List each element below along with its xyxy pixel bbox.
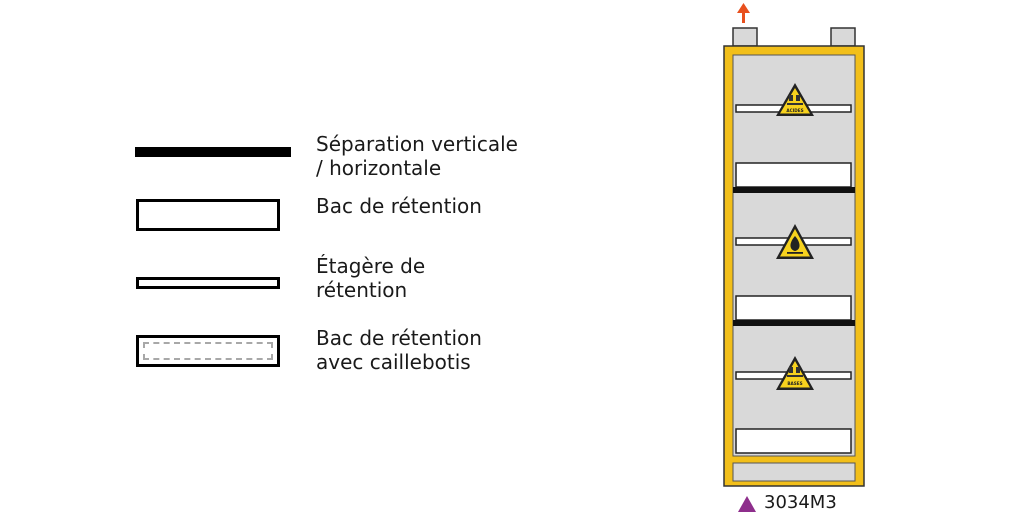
- corrosive-base-sign: [776, 356, 814, 390]
- legend-shelf-label: Étagère de rétention: [316, 254, 425, 302]
- corrosive-acid-sign: [776, 83, 814, 116]
- legend-separator-label: Séparation verticale / horizontale: [316, 132, 518, 180]
- grating-dashed-outline: [143, 342, 273, 360]
- legend-shelf-symbol: [136, 277, 280, 289]
- legend-tray-label: Bac de rétention: [316, 194, 482, 218]
- acids-sign-label: ACIDES: [786, 108, 803, 113]
- legend-tray-line1: Bac de rétention: [316, 194, 482, 218]
- legend-grating-tray-line1: Bac de rétention: [316, 326, 482, 350]
- retention-tray: [735, 162, 852, 188]
- legend-grating-tray-label: Bac de rétention avec caillebotis: [316, 326, 482, 374]
- horizontal-separator: [733, 320, 855, 326]
- flammable-sign: [776, 224, 814, 259]
- horizontal-separator: [733, 187, 855, 193]
- legend-grating-tray-line2: avec caillebotis: [316, 350, 471, 374]
- legend-grating-tray-symbol: [136, 335, 280, 367]
- legend-shelf-line2: rétention: [316, 278, 408, 302]
- vent-stub-right: [830, 27, 856, 47]
- legend-tray-symbol: [136, 199, 280, 231]
- vent-stub-left: [732, 27, 758, 47]
- retention-tray: [735, 428, 852, 454]
- triangle-marker-icon: [738, 496, 756, 512]
- model-number: 3034M3: [764, 492, 837, 512]
- bases-sign-label: BASES: [787, 381, 802, 386]
- legend-separator-symbol: [135, 147, 291, 157]
- cabinet-diagram: ACIDES BASES: [723, 3, 865, 487]
- cabinet-plinth: [732, 462, 856, 482]
- ventilation-arrow-icon: [737, 3, 750, 23]
- legend-separator-line1: Séparation verticale: [316, 132, 518, 156]
- legend-separator-line2: / horizontale: [316, 156, 442, 180]
- legend-shelf-line1: Étagère de: [316, 254, 426, 278]
- retention-tray: [735, 295, 852, 321]
